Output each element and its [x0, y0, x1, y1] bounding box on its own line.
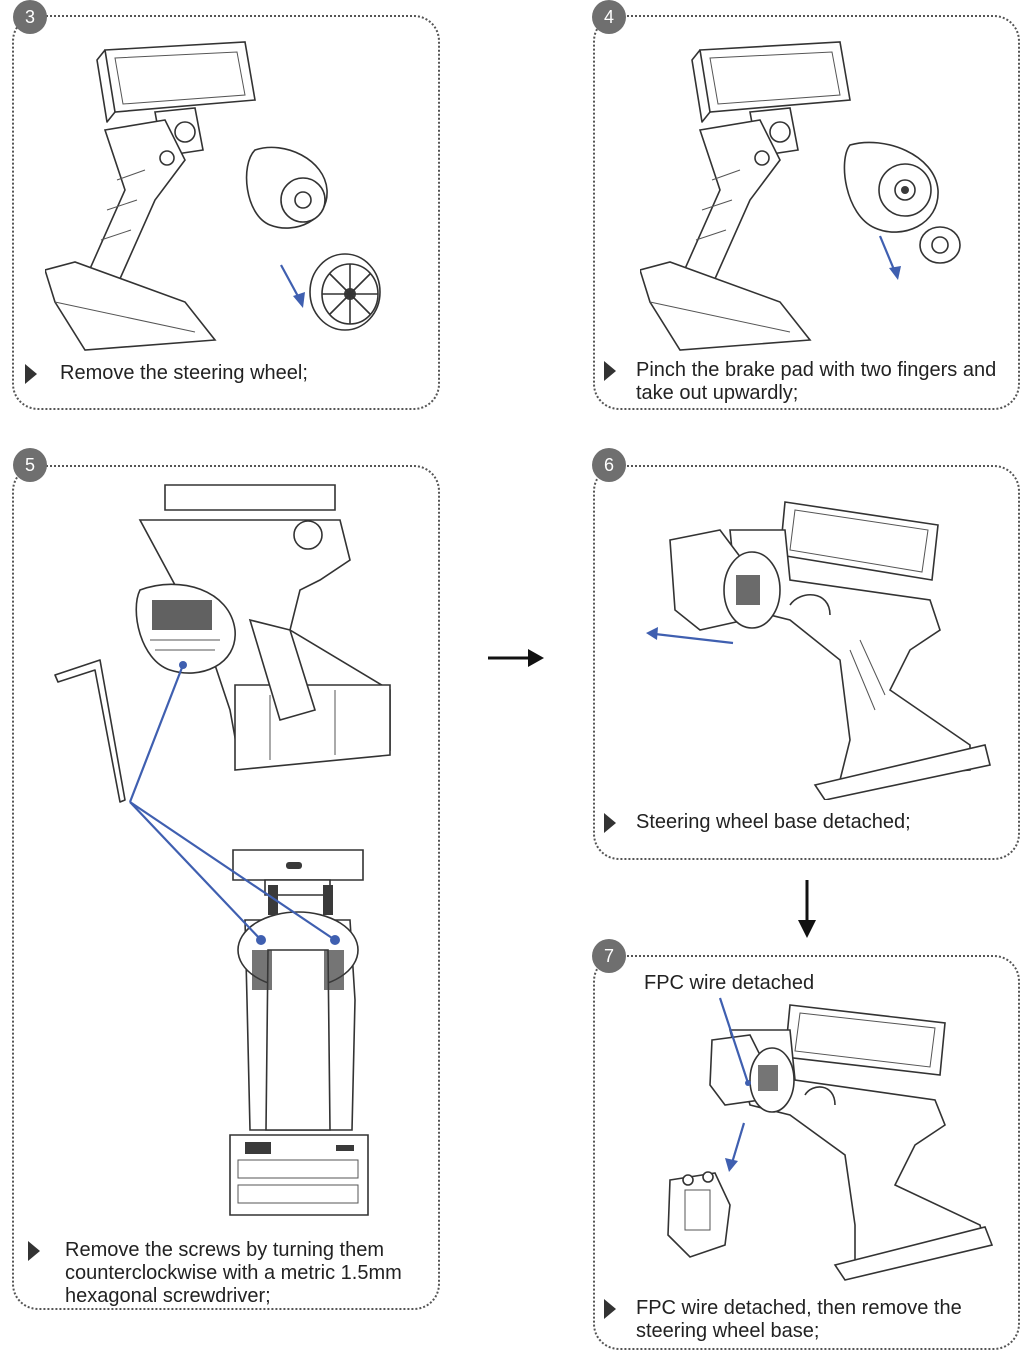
- step-7-badge: 7: [592, 939, 626, 973]
- step-7-illustration: [667, 997, 994, 1281]
- play-icon: [604, 813, 616, 833]
- step-6-badge: 6: [592, 448, 626, 482]
- play-icon: [604, 1299, 616, 1319]
- step-7-caption: FPC wire detached, then remove the steer…: [636, 1297, 962, 1342]
- step-5-illustration: [54, 484, 391, 1216]
- arrow-down-icon: [798, 880, 816, 938]
- play-icon: [28, 1241, 40, 1261]
- play-icon: [604, 361, 616, 381]
- step-6-illustration: [646, 501, 991, 800]
- step-4-illustration: [640, 41, 961, 351]
- step-4-badge: 4: [592, 0, 626, 34]
- arrow-right-icon: [488, 649, 544, 667]
- step-5-caption: Remove the screws by turning them counte…: [65, 1239, 402, 1307]
- play-icon: [25, 364, 37, 384]
- step-3-caption: Remove the steering wheel;: [60, 362, 308, 384]
- step-3-badge: 3: [13, 0, 47, 34]
- fpc-wire-callout: FPC wire detached: [644, 972, 815, 994]
- step-5-badge: 5: [13, 448, 47, 482]
- step-6-caption: Steering wheel base detached;: [636, 811, 911, 833]
- step-4-caption: Pinch the brake pad with two fingers and…: [636, 359, 997, 404]
- step-3-illustration: [45, 41, 381, 351]
